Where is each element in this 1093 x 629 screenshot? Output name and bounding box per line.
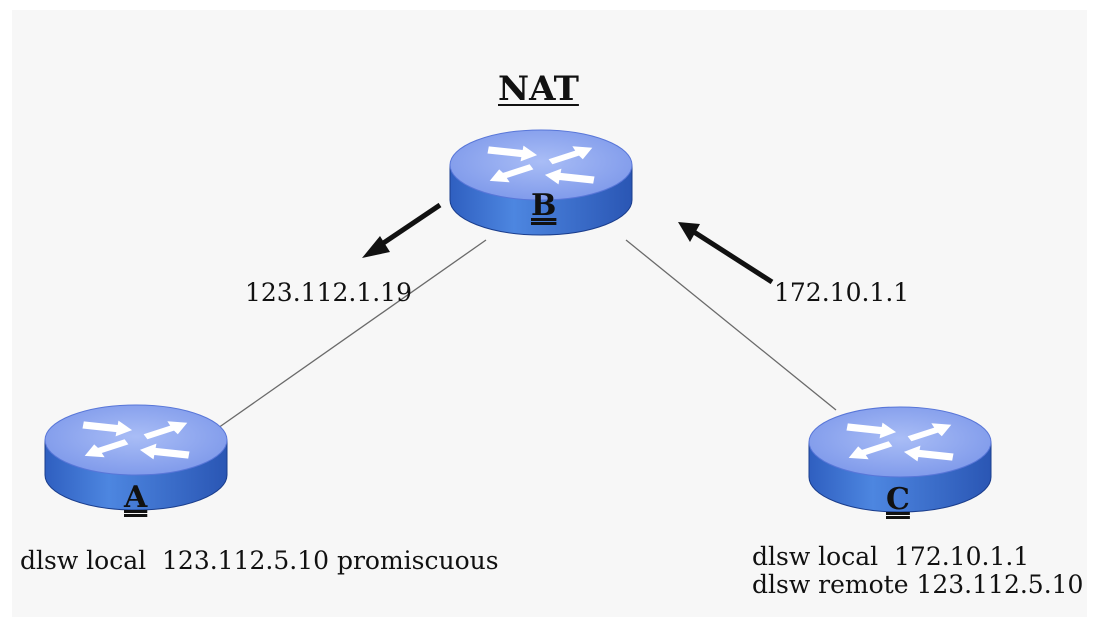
link-a-to-b — [217, 239, 487, 429]
arrow-to-left-icon — [362, 202, 442, 258]
diagram-canvas — [12, 10, 1087, 617]
router-c-label: C — [886, 482, 910, 517]
router-c-config-line: dlsw remote 123.112.5.10 — [752, 570, 1084, 599]
right-address-label: 172.10.1.1 — [774, 278, 910, 307]
router-c-icon — [808, 406, 992, 513]
router-b-label: B — [531, 188, 557, 223]
router-a-config-line: dlsw local 123.112.5.10 promiscuous — [20, 546, 499, 575]
arrow-to-right-icon — [678, 222, 774, 285]
link-b-to-c — [625, 239, 837, 411]
left-address-label: 123.112.1.19 — [245, 278, 412, 307]
nat-title: NAT — [498, 69, 579, 109]
router-c-config: dlsw local 172.10.1.1 dlsw remote 123.11… — [752, 543, 1083, 599]
router-a-icon — [44, 404, 228, 511]
router-a-config: dlsw local 123.112.5.10 promiscuous — [20, 547, 499, 575]
router-b-icon — [449, 129, 633, 236]
router-c-config-line: dlsw local 172.10.1.1 — [752, 542, 1030, 571]
router-a-label: A — [124, 480, 148, 515]
